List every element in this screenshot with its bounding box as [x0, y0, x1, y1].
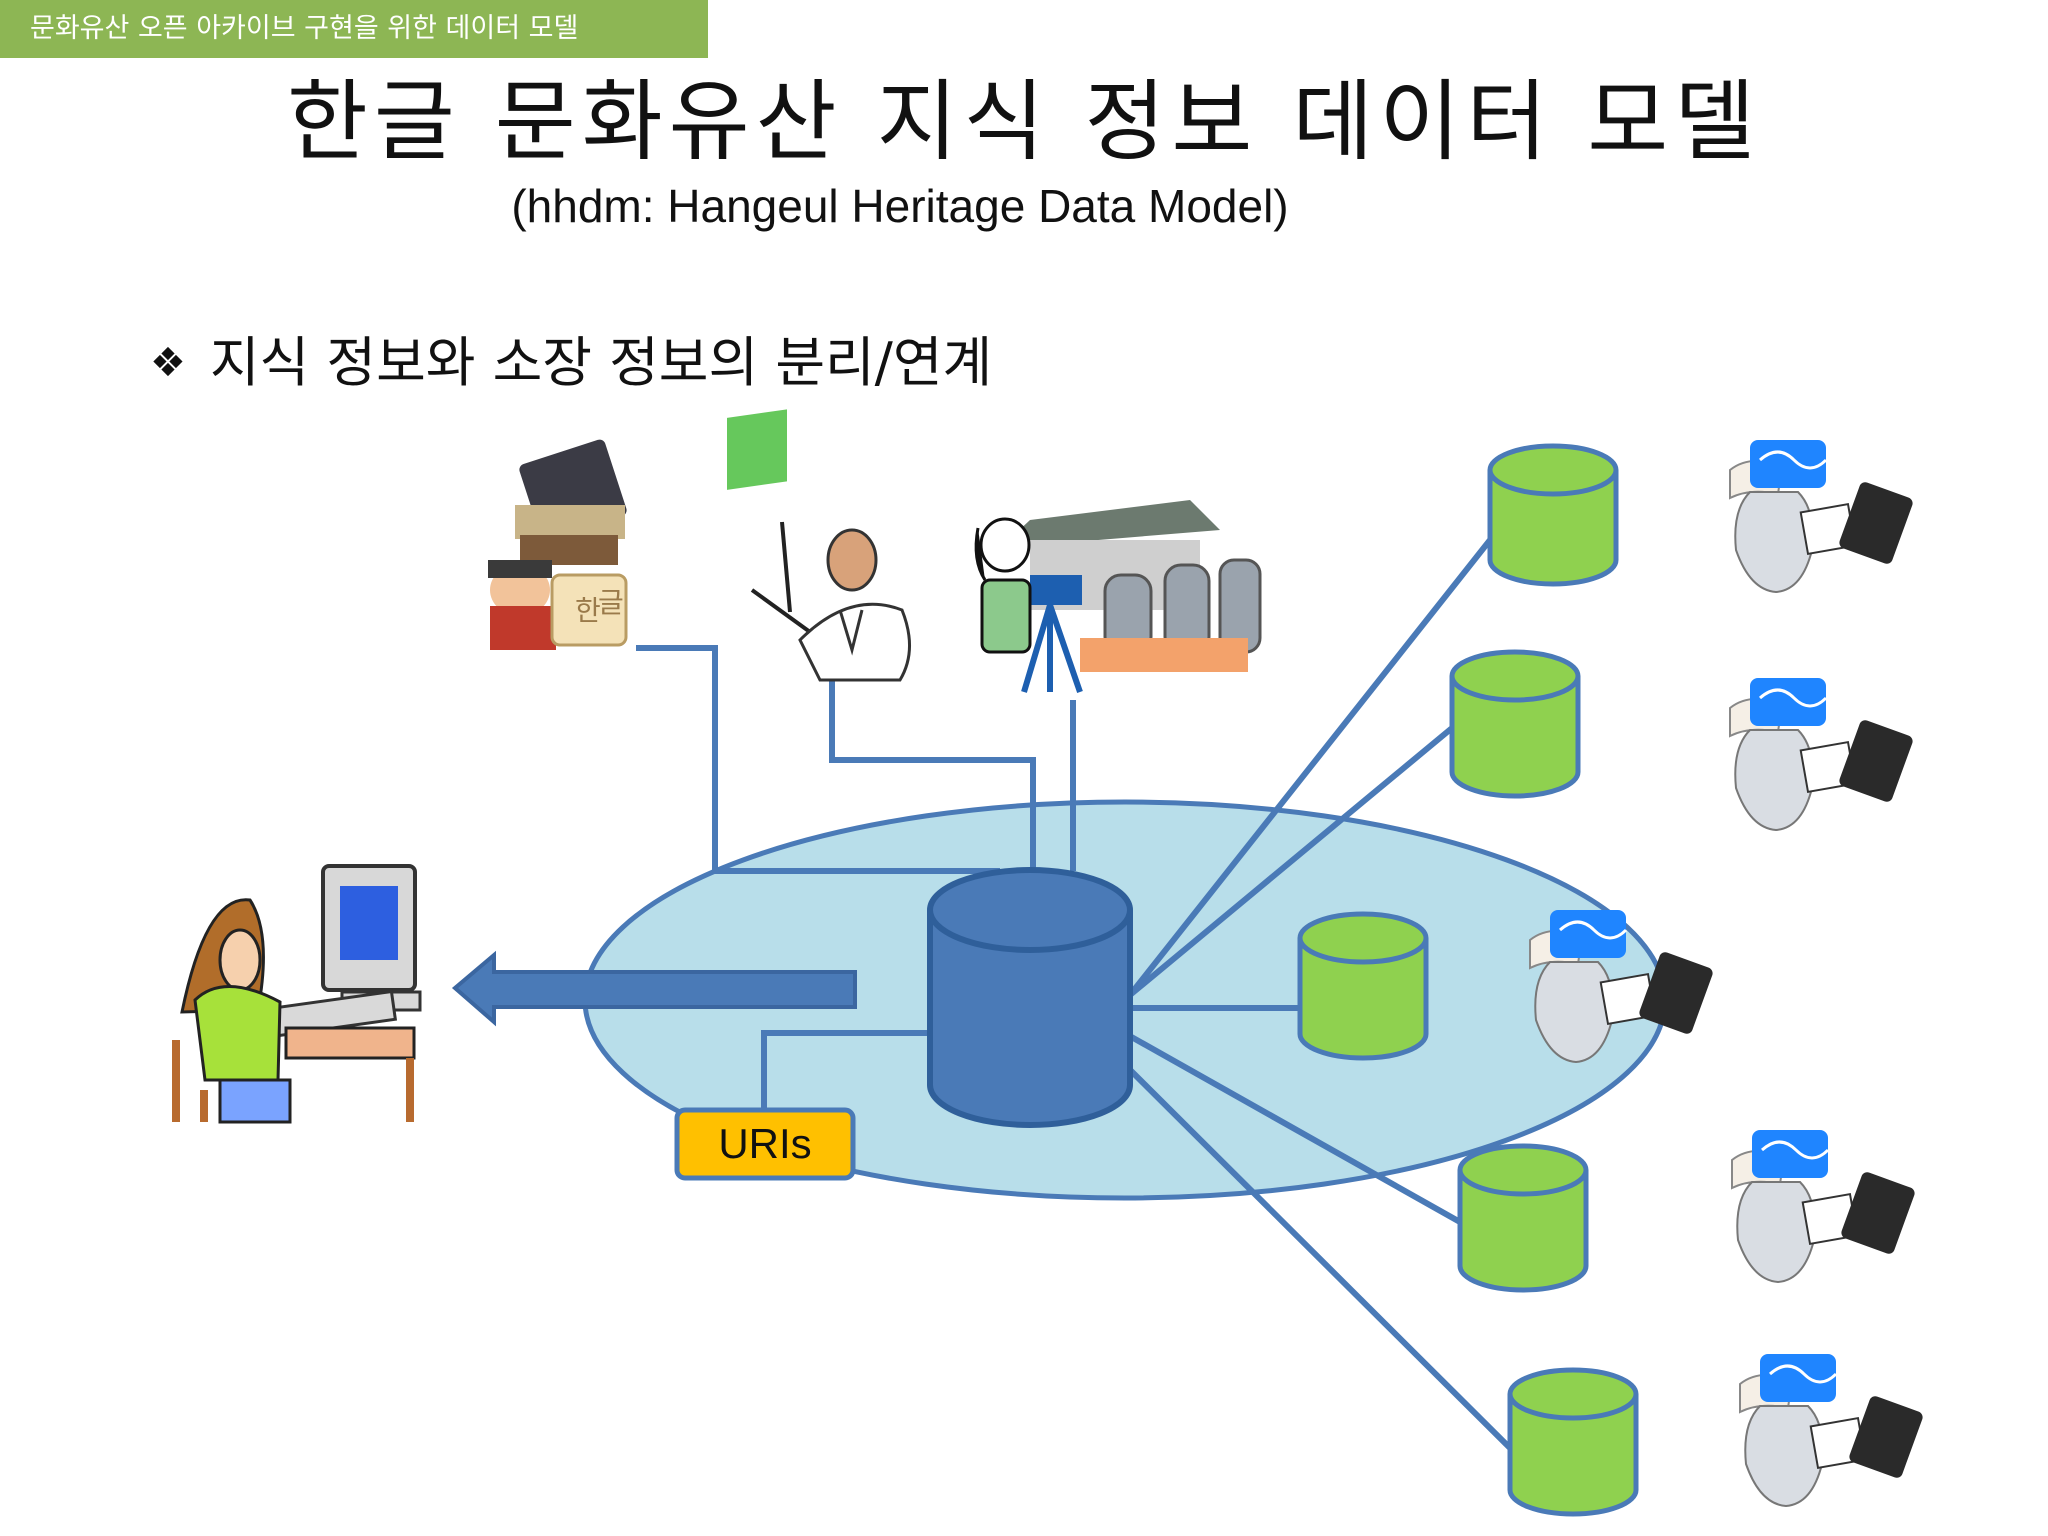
output-arrow	[451, 950, 857, 1027]
teacher-presentation-icon	[727, 409, 912, 682]
bullet-text: 지식 정보와 소장 정보의 분리/연계	[209, 331, 993, 394]
page-title: 한글 문화유산 지식 정보 데이터 모델	[286, 70, 1762, 173]
diamond-bullet-icon: ❖	[150, 340, 186, 386]
connector-uris	[761, 1030, 930, 1110]
heritage-collection-icon	[1731, 1130, 1915, 1284]
header-tag: 문화유산 오픈 아카이브 구현을 위한 데이터 모델	[0, 0, 708, 58]
page-subtitle: (hhdm: Hangeul Heritage Data Model)	[511, 180, 1289, 232]
heritage-collection-icon	[1739, 1354, 1923, 1508]
heritage-collection-icon	[1729, 678, 1913, 832]
hangeul-books-icon: 한 글	[488, 439, 628, 650]
connector-books	[636, 645, 1000, 874]
central-database	[927, 867, 1133, 1128]
repository-db-1	[1487, 443, 1619, 587]
repository-db-3	[1297, 911, 1429, 1061]
cameraman-palace-icon	[974, 500, 1262, 693]
user-computer-icon	[172, 864, 422, 1124]
svg-text:글: 글	[598, 586, 624, 619]
connector-repo-1	[1127, 538, 1493, 997]
uris-label: URIs	[718, 1120, 811, 1167]
uris-box: URIs	[674, 1107, 856, 1181]
repository-db-5	[1507, 1367, 1639, 1517]
repository-db-2	[1449, 649, 1581, 799]
heritage-collection-icon	[1529, 910, 1713, 1064]
bullet-item: ❖ 지식 정보와 소장 정보의 분리/연계	[150, 330, 992, 396]
connector-teacher	[829, 665, 1036, 871]
connector-repo-2	[1128, 725, 1454, 998]
connector-repo-4	[1078, 1005, 1462, 1225]
svg-text:한: 한	[575, 594, 601, 627]
repository-db-4	[1457, 1143, 1589, 1293]
connector-repo-5	[1097, 1037, 1513, 1451]
heritage-collection-icon	[1729, 440, 1913, 594]
